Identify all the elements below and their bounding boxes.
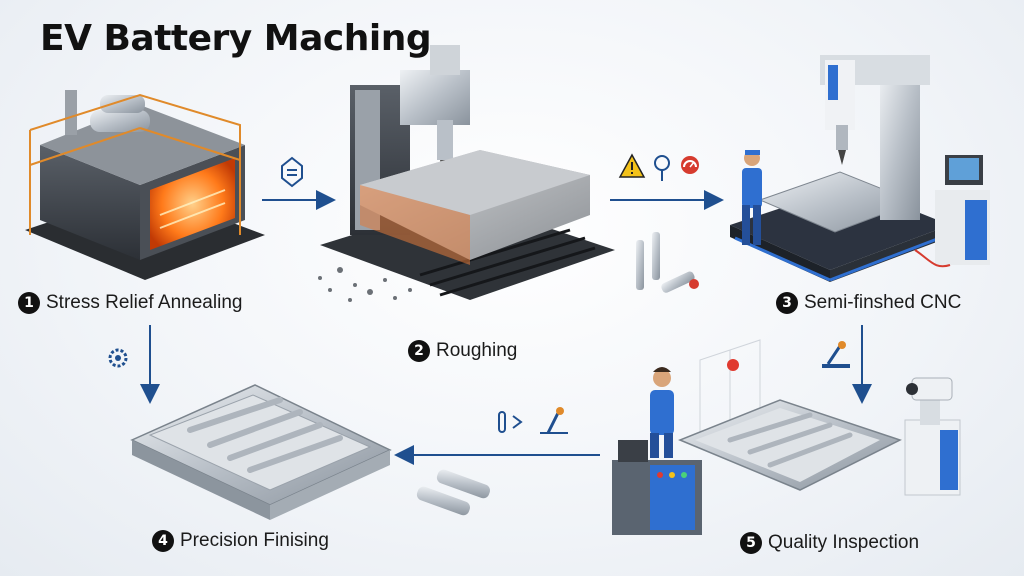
step-3-text: Semi-finshed CNC: [804, 292, 962, 313]
battery-tray-finished: [130, 384, 392, 520]
quality-inspection-station: [612, 339, 961, 535]
test-tube-icon: [498, 411, 523, 433]
step-2-number: 2: [408, 340, 430, 362]
step-2-label: 2 Roughing: [408, 340, 517, 362]
finished-bolts: [416, 469, 490, 516]
step-5-text: Quality Inspection: [768, 532, 920, 553]
inspection-tool-icon: [822, 341, 850, 368]
gear-process-icon: [281, 156, 303, 188]
step-1-label: 1 Stress Relief Annealing: [18, 292, 242, 314]
probe-icon: [654, 155, 670, 181]
step-2-text: Roughing: [436, 340, 518, 361]
gauge-icon: [681, 156, 699, 174]
step-1-text: Stress Relief Annealing: [46, 292, 243, 313]
step-5-label: 5 Quality Inspection: [740, 532, 919, 554]
cnc-machine: [730, 55, 990, 282]
step-3-label: 3 Semi-finshed CNC: [776, 292, 961, 314]
step-5-number: 5: [740, 532, 762, 554]
step-1-number: 1: [18, 292, 40, 314]
step-4-number: 4: [152, 530, 174, 552]
warning-icon: [618, 153, 646, 178]
page-title: EV Battery Maching: [40, 18, 432, 59]
microscope-icon: [540, 407, 568, 434]
step-4-label: 4 Precision Finising: [152, 530, 329, 552]
annealing-furnace: [25, 90, 265, 280]
roughing-machine: [318, 45, 615, 302]
step-4-text: Precision Finising: [180, 530, 329, 551]
settings-gear-icon: [108, 348, 128, 368]
machined-pins: [636, 232, 699, 293]
step-3-number: 3: [776, 292, 798, 314]
